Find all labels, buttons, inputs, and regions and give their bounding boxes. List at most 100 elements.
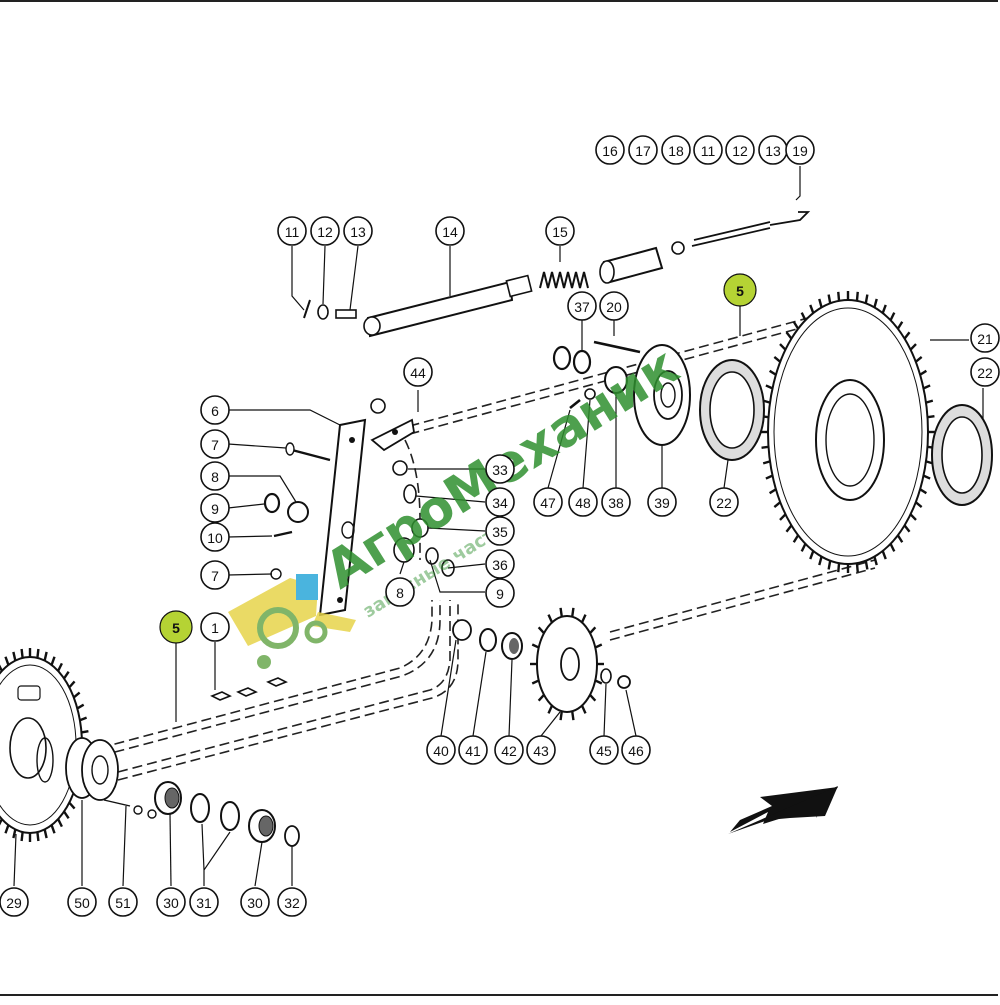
sprocket-tooth bbox=[547, 614, 554, 623]
sprocket-tooth bbox=[571, 607, 575, 617]
sprocket-tooth bbox=[559, 607, 563, 617]
sprocket-tooth bbox=[818, 556, 823, 566]
callout-30: 30 bbox=[240, 887, 270, 917]
callout-36: 36 bbox=[485, 549, 515, 579]
sprocket-tooth bbox=[923, 384, 931, 390]
sprocket-tooth bbox=[594, 679, 603, 685]
sprocket-tooth bbox=[594, 643, 603, 649]
sprocket-tooth bbox=[881, 304, 887, 314]
callout-number: 22 bbox=[716, 495, 732, 511]
bushing-8 bbox=[287, 501, 309, 523]
callout-number: 1 bbox=[211, 620, 219, 636]
sprocket-tooth bbox=[762, 460, 771, 465]
callout-number: 22 bbox=[977, 365, 993, 381]
callout-number: 7 bbox=[211, 437, 219, 453]
sprocket-tooth bbox=[50, 656, 56, 666]
callout-40: 40 bbox=[426, 735, 456, 765]
bolt-7b bbox=[270, 568, 282, 580]
sprocket-tooth bbox=[800, 312, 807, 321]
sprocket-tooth bbox=[589, 694, 597, 702]
callout-number: 11 bbox=[285, 224, 300, 240]
callout-9: 9 bbox=[485, 578, 515, 608]
callout-number: 18 bbox=[668, 143, 684, 159]
rod-19 bbox=[691, 211, 811, 247]
tensioner-parts bbox=[392, 460, 455, 577]
sprocket-tooth bbox=[925, 399, 934, 404]
callout-51: 51 bbox=[108, 887, 138, 917]
sprocket-tooth bbox=[889, 543, 896, 552]
sprocket-tooth bbox=[580, 614, 587, 623]
sprocket-tooth bbox=[12, 829, 17, 839]
spring-15 bbox=[539, 271, 589, 289]
sprocket-tooth bbox=[773, 356, 782, 363]
callout-number: 36 bbox=[492, 557, 508, 573]
callout-number: 19 bbox=[792, 143, 808, 159]
sprocket-tooth bbox=[4, 824, 10, 834]
bushing-38 bbox=[604, 366, 628, 394]
callout-number: 34 bbox=[492, 495, 508, 511]
sprocket-tooth bbox=[809, 304, 815, 314]
callout-number: 30 bbox=[163, 895, 179, 911]
pin-10 bbox=[273, 530, 293, 538]
sprocket-tooth bbox=[768, 488, 777, 495]
sprocket-tooth bbox=[547, 705, 554, 714]
bushing-40 bbox=[452, 619, 472, 641]
sprocket-tooth bbox=[914, 356, 923, 363]
callout-number: 17 bbox=[635, 143, 651, 159]
callout-34: 34 bbox=[485, 487, 515, 517]
sprocket-tooth bbox=[903, 331, 911, 340]
sprocket-tooth bbox=[881, 550, 887, 560]
sprocket-tooth bbox=[773, 501, 782, 508]
sprocket-tooth bbox=[837, 291, 841, 301]
small-sprocket-43 bbox=[530, 607, 604, 721]
callout-number: 47 bbox=[540, 495, 556, 511]
callout-29: 29 bbox=[0, 887, 29, 917]
sprocket-tooth bbox=[20, 648, 24, 659]
callout-16: 16 bbox=[595, 135, 625, 165]
bracket-48 bbox=[370, 398, 415, 452]
callout-number: 48 bbox=[575, 495, 591, 511]
callout-number: 42 bbox=[501, 743, 517, 759]
sprocket-tooth bbox=[818, 298, 823, 308]
callout-45: 45 bbox=[589, 735, 619, 765]
callout-11: 11 bbox=[693, 135, 723, 165]
callout-41: 41 bbox=[458, 735, 488, 765]
callout-17: 17 bbox=[628, 135, 658, 165]
callout-number: 33 bbox=[492, 462, 508, 478]
combine-harvester-logo bbox=[228, 574, 356, 669]
callout-8: 8 bbox=[385, 577, 415, 607]
sprocket-tooth bbox=[919, 369, 928, 376]
callout-1: 1 bbox=[200, 612, 230, 642]
sprocket-tooth bbox=[785, 331, 793, 340]
callout-15: 15 bbox=[545, 216, 575, 246]
pin-46 bbox=[569, 398, 581, 410]
friction-disc-22a bbox=[699, 359, 765, 461]
callout-number: 40 bbox=[433, 743, 449, 759]
callout-number: 14 bbox=[442, 224, 458, 240]
washer-44 bbox=[600, 668, 612, 684]
callout-31: 31 bbox=[189, 887, 219, 917]
sprocket-tooth bbox=[761, 445, 769, 449]
callout-number: 12 bbox=[732, 143, 748, 159]
sprocket-tooth bbox=[909, 513, 917, 521]
sprocket-tooth bbox=[809, 550, 815, 560]
sprocket-tooth bbox=[896, 321, 904, 330]
callout-number: 30 bbox=[247, 895, 263, 911]
sprocket-tooth bbox=[68, 801, 76, 810]
callout-number: 46 bbox=[628, 743, 644, 759]
callout-9: 9 bbox=[200, 493, 230, 523]
callout-number: 32 bbox=[284, 895, 300, 911]
sprocket-tooth bbox=[79, 716, 88, 722]
bearing-42 bbox=[501, 632, 523, 660]
callout-number: 5 bbox=[736, 283, 744, 299]
callout-number: 8 bbox=[396, 585, 404, 601]
sprocket-tooth bbox=[580, 705, 587, 714]
callout-6: 6 bbox=[200, 395, 230, 425]
callout-number: 21 bbox=[977, 331, 993, 347]
sprocket-tooth bbox=[63, 671, 70, 680]
direction-arrow-icon bbox=[728, 786, 838, 834]
bolt-7a bbox=[285, 442, 331, 462]
